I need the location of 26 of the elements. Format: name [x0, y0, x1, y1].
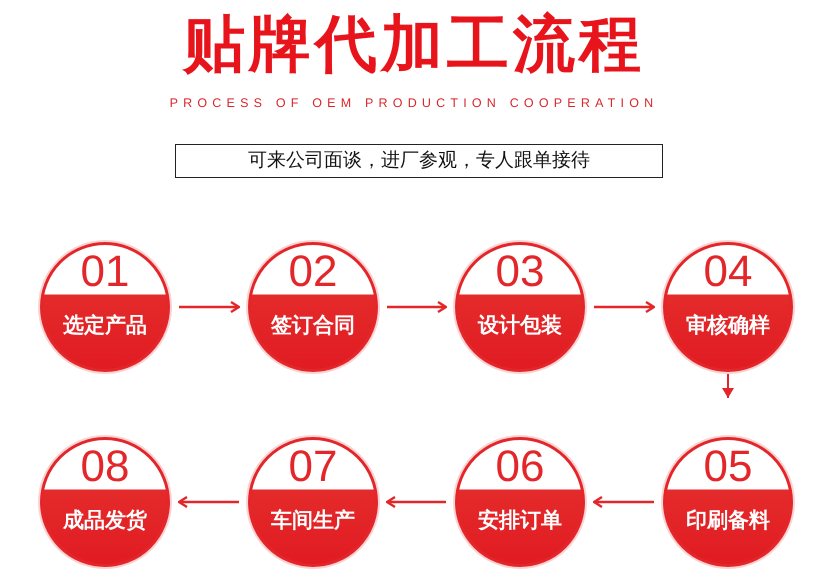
- step-label: 签订合同: [270, 312, 356, 339]
- step-label: 设计包装: [476, 312, 563, 339]
- subtitle-text: PROCESS OF OEM PRODUCTION COOPERATION: [168, 96, 660, 110]
- step-label: 审核确样: [685, 312, 771, 339]
- step-number: 03: [494, 248, 546, 296]
- step-number: 08: [80, 443, 130, 491]
- step-label: 选定产品: [62, 312, 148, 339]
- arrow: [179, 300, 240, 314]
- step-number: 04: [702, 248, 754, 296]
- step-number: 02: [288, 248, 338, 296]
- step-label: 车间生产: [270, 507, 356, 534]
- arrow: [594, 300, 656, 314]
- step-label: 印刷备料: [685, 507, 771, 534]
- arrow: [178, 496, 239, 508]
- arrow: [386, 496, 446, 508]
- arrow: [722, 374, 734, 398]
- step-number: 07: [288, 443, 338, 491]
- title-text: 贴牌代加工流程: [181, 6, 646, 82]
- note-box: 可来公司面谈，进厂参观，专人跟单接待: [175, 144, 663, 178]
- step-label: 成品发货: [62, 507, 148, 534]
- arrow: [387, 300, 448, 314]
- arrow: [592, 496, 654, 508]
- step-number: 01: [80, 248, 130, 296]
- step-number: 06: [494, 443, 546, 491]
- step-label: 安排订单: [477, 507, 563, 534]
- step-number: 05: [702, 443, 754, 491]
